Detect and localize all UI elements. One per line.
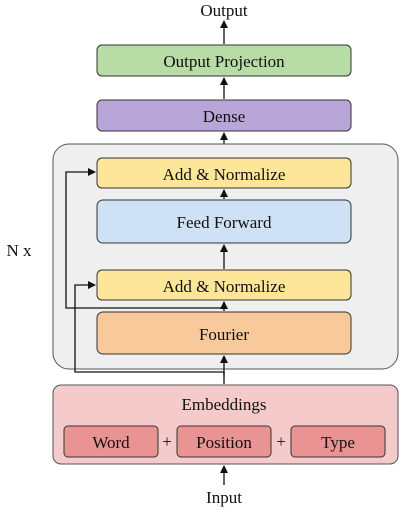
- residual-connection-top: [65, 168, 224, 309]
- feed-forward-label: Feed Forward: [177, 213, 272, 232]
- add-normalize-bottom-label: Add & Normalize: [163, 277, 286, 296]
- plus-sign-1: +: [162, 432, 172, 451]
- embeddings-title: Embeddings: [182, 395, 267, 414]
- position-embedding-label: Position: [196, 433, 252, 452]
- word-embedding-label: Word: [92, 433, 130, 452]
- output-projection-block: Output Projection: [96, 44, 352, 77]
- add-normalize-top-label: Add & Normalize: [163, 165, 286, 184]
- embeddings-block: Embeddings Word + Position + Type: [52, 384, 399, 465]
- word-embedding-box: [63, 425, 159, 458]
- output-projection-label: Output Projection: [163, 52, 285, 71]
- type-embedding-label: Type: [321, 433, 355, 452]
- position-embedding-box: [176, 425, 272, 458]
- input-label: Input: [206, 488, 242, 507]
- fourier-block: Fourier: [96, 311, 352, 355]
- dense-block: Dense: [96, 99, 352, 132]
- add-normalize-bottom-block: Add & Normalize: [96, 269, 352, 301]
- add-normalize-top-block: Add & Normalize: [96, 157, 352, 189]
- type-embedding-box: [290, 425, 386, 458]
- output-label: Output: [200, 1, 248, 20]
- fourier-label: Fourier: [199, 325, 249, 344]
- repeat-count-label: N x: [6, 241, 32, 260]
- dense-label: Dense: [203, 107, 245, 126]
- feed-forward-block: Feed Forward: [96, 199, 352, 244]
- plus-sign-2: +: [276, 432, 286, 451]
